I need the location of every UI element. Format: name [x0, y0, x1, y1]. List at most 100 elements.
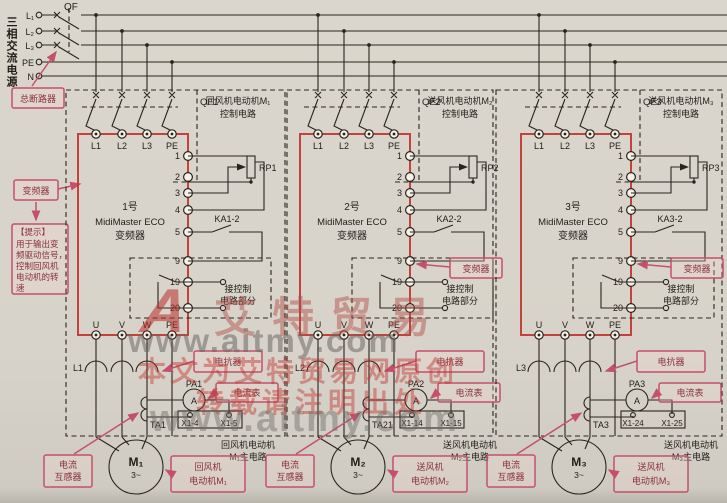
potentiometer: RP3: [631, 155, 720, 211]
output-label-u: U: [536, 320, 543, 330]
ka-contact: KA1-2: [188, 214, 263, 262]
potentiometer: RP1: [188, 155, 277, 211]
inverter-name: MidiMaster ECO: [317, 217, 387, 228]
control-hookup: 接控制 电路部分: [129, 257, 272, 319]
motor-callout-line1: 送风机: [637, 461, 664, 472]
bus-tap-lines: [317, 15, 395, 92]
bus-label-n: N: [28, 72, 35, 82]
output-terminals: U V W PE: [91, 320, 178, 340]
potentiometer-wiring: [410, 155, 487, 211]
output-label-v: V: [562, 320, 568, 330]
ct-callout: 电流 互感器: [486, 412, 583, 488]
reactor-callout-text: 电抗器: [657, 356, 684, 367]
output-stage: L1 A PA1 X1-4 X1-5 TA1 M₁ 3~: [73, 339, 243, 495]
inverter-type: 变频器: [337, 229, 367, 242]
input-label-l3: L3: [142, 141, 152, 151]
ammeter-symbol: A: [191, 396, 197, 406]
bus-tap-lines: [95, 15, 173, 92]
tip-line-4: 电动机的转: [16, 272, 59, 282]
x-terminal-2: X1-15: [440, 419, 462, 428]
input-label-l3: L3: [364, 141, 374, 151]
bus-tap-lines: [538, 15, 616, 92]
reactor-callout: 电抗器: [161, 350, 263, 373]
input-terminals: L1 L2 L3 PE: [534, 129, 621, 151]
motor-callout: 送风机 电动机M₃: [607, 455, 689, 493]
ctrl-note-line2: 电路部分: [442, 295, 478, 306]
tip-line-3: 控制回风机: [16, 261, 59, 271]
inverter-type: 变频器: [115, 229, 145, 242]
output-label-v: V: [341, 320, 347, 330]
motor-section: QF2 送风机电动机M₂ 控制电路 L1 L2 L3 PE 2号 MidiMa: [265, 13, 503, 495]
inverter-number: 2号: [344, 201, 360, 213]
potentiometer-wiper-arrow: [237, 163, 246, 171]
breaker-blades: [307, 98, 395, 132]
ka-wiring: [410, 224, 485, 262]
ta-label: TA21: [372, 420, 393, 430]
three-phase-bus: L₁ L₂ L₃ PE N: [22, 11, 727, 82]
output-label-w: W: [143, 320, 152, 330]
main-circuit-line2: M₃主电路: [672, 451, 710, 462]
section-header-line2: 控制电路: [220, 108, 256, 119]
ka-label: KA3-2: [657, 214, 682, 224]
terminal-3: 3: [618, 188, 623, 198]
phase-drop-lines: [317, 339, 395, 452]
main-circuit-line1: 送风机电动机: [664, 439, 718, 450]
inverter-callout: 变频器: [415, 257, 503, 279]
input-label-l1: L1: [91, 141, 101, 151]
left-inverter-callout-text: 变频器: [22, 185, 49, 196]
reactor-coils: [84, 360, 159, 373]
terminal-1: 1: [397, 151, 402, 161]
ta-label: TA3: [593, 420, 609, 430]
bus-lines: [42, 14, 727, 77]
terminal-3: 3: [175, 188, 180, 198]
phase-drop-lines: [95, 339, 173, 452]
breaker-blades: [528, 98, 616, 132]
pa-label: PA1: [186, 379, 202, 389]
input-label-l2: L2: [117, 141, 127, 151]
motor-body: [330, 439, 386, 495]
inverter-box: L1 L2 L3 PE 2号 MidiMaster ECO 变频器 U V W …: [299, 129, 411, 340]
terminal-block: [620, 410, 686, 429]
tip-line-2: 频驱动信号，: [16, 250, 67, 260]
bus-label-l1: L₁: [26, 11, 34, 21]
output-label-u: U: [93, 320, 100, 330]
main-circuit-line2: M₁主电路: [229, 451, 267, 462]
motor-phase: 3~: [131, 470, 141, 480]
output-label-pe: PE: [388, 320, 400, 330]
tip-note: 【提示】 用于输出变 频驱动信号， 控制回风机 电动机的转 速: [11, 223, 69, 295]
ammeter-symbol: A: [413, 396, 419, 406]
motor-callout: 回风机 电动机M₁: [164, 455, 246, 493]
hookup-wiring: [379, 274, 442, 309]
main-circuit-line2: M₂主电路: [451, 451, 489, 462]
terminal-5: 5: [618, 227, 623, 237]
inverter-type: 变频器: [558, 229, 588, 242]
pa-label: PA3: [629, 379, 645, 389]
terminal-2: 2: [618, 172, 623, 182]
motor-body: [108, 439, 164, 495]
potentiometer-wiper-arrow: [459, 163, 468, 171]
ka-wiring: [188, 224, 263, 262]
header-divider: [173, 90, 198, 183]
control-hookup-box: [129, 257, 272, 319]
main-breaker-callout: 总断路器: [11, 50, 65, 109]
header-divider: [395, 90, 420, 183]
hookup-wiring: [600, 274, 663, 309]
motor-section: QF1 回风机电动机M₁ 控制电路 L1 L2 L3 PE 1号 MidiMa: [43, 13, 286, 495]
tap-junction-dots: [537, 13, 617, 64]
ka-label: KA1-2: [214, 214, 239, 224]
motor-ref: M₁: [129, 455, 144, 469]
reactor-ref-label: L1: [73, 363, 83, 373]
x-terminal-2: X1-5: [221, 419, 238, 428]
main-breaker-blades: [58, 16, 80, 60]
output-label-pe: PE: [166, 320, 178, 330]
output-label-v: V: [119, 320, 125, 330]
ct-callout-line1: 电流: [281, 459, 299, 470]
main-breaker-callout-text: 总断路器: [20, 93, 56, 104]
phase-drop-lines: [538, 339, 616, 452]
pa-label: PA2: [408, 379, 424, 389]
ct-callout: 电流 互感器: [43, 412, 140, 488]
x-terminal-1: X1-14: [401, 419, 423, 428]
terminal-4: 4: [175, 205, 180, 215]
main-circuit-line1: 送风机电动机: [443, 439, 497, 450]
